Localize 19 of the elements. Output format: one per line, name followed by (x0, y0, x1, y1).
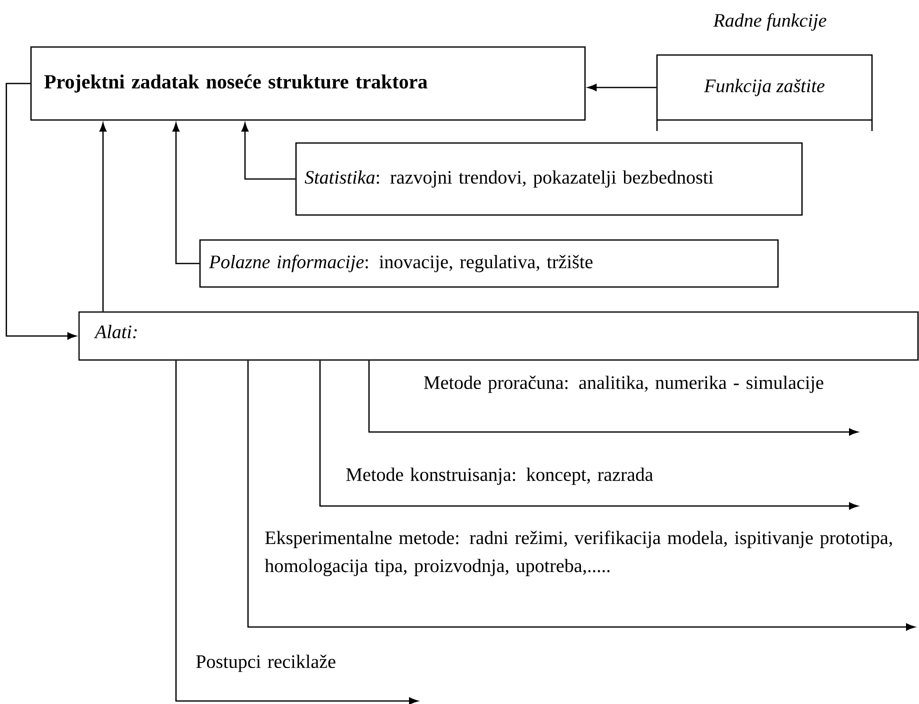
arrow (6, 82, 76, 340)
heading: Radne funkcije (713, 13, 826, 31)
tools-box: Alati: (78, 311, 919, 361)
function-box: Funkcija zaštite (656, 54, 873, 131)
arrow (319, 360, 858, 510)
arrow (172, 122, 200, 264)
arrow (588, 84, 656, 92)
arrow (247, 360, 915, 631)
arrow (241, 122, 296, 180)
task-box: Projektni zadatak noseće strukture traktora (30, 46, 586, 121)
edge-label: Metode proračuna: analitika, numerika - simulacije (424, 376, 824, 393)
arrow (175, 360, 418, 704)
arrow (368, 360, 858, 436)
info-box: Statistika: razvojni trendovi, pokazatelji bezbednosti (295, 142, 803, 216)
info-box: Polazne informacije: inovacije, regulativa, tržište (199, 239, 779, 288)
arrow (99, 122, 107, 312)
edge-label: Metode konstruisanja: koncept, razrada (346, 468, 653, 485)
edge-label: Eksperimentalne metode: radni režimi, verifikacija modela, ispitivanje prototipa, homologacija tipa, proizvodnja, upotreba,..... (264, 530, 892, 576)
edge-label: Postupci reciklaže (196, 654, 336, 672)
